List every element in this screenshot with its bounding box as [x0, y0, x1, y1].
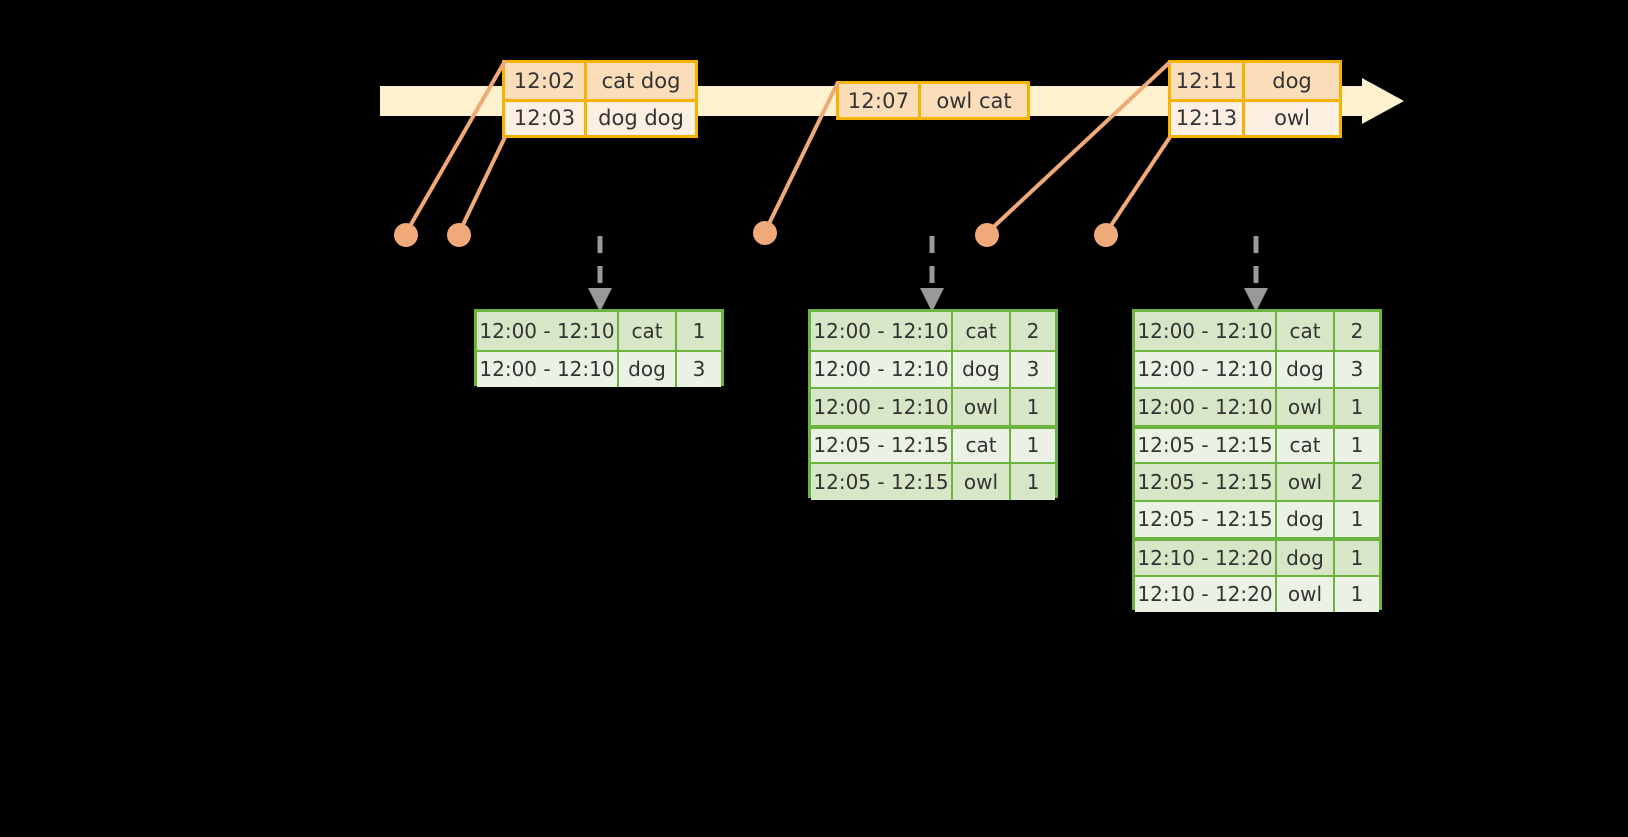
window-cell: 12:00 - 12:10	[811, 312, 953, 350]
key-cell: dog	[619, 351, 677, 387]
connector-dot	[753, 221, 777, 245]
table-row: 12:00 - 12:10 owl 1	[1135, 387, 1379, 425]
window-cell: 12:00 - 12:10	[477, 312, 619, 350]
key-cell: dog	[953, 351, 1011, 387]
table-row: 12:00 - 12:10 cat 1	[477, 312, 721, 350]
key-cell: cat	[619, 312, 677, 350]
event-row: 12:13 owl	[1171, 98, 1339, 135]
event-group-3[interactable]: 12:11 dog 12:13 owl	[1168, 60, 1342, 138]
key-cell: dog	[1277, 501, 1335, 537]
count-cell: 3	[1026, 357, 1040, 382]
event-group-2[interactable]: 12:07 owl cat	[836, 81, 1030, 120]
event-time: 12:03	[505, 101, 587, 135]
event-time: 12:07	[839, 84, 921, 117]
event-words: dog	[1272, 68, 1312, 93]
key-cell: dog	[1277, 541, 1335, 575]
key-cell: cat	[1277, 428, 1335, 462]
count-cell: 3	[692, 357, 706, 382]
event-group-1[interactable]: 12:02 cat dog 12:03 dog dog	[502, 60, 698, 138]
table-row: 12:05 - 12:15 cat 1	[811, 424, 1055, 462]
key-cell: owl	[1277, 389, 1335, 425]
connector-dot	[975, 223, 999, 247]
result-table-1[interactable]: 12:00 - 12:10 cat 1 12:00 - 12:10 dog 3	[474, 309, 724, 387]
event-row: 12:02 cat dog	[505, 63, 695, 99]
window-cell: 12:05 - 12:15	[1135, 428, 1277, 462]
key-cell: owl	[1277, 576, 1335, 612]
window-cell: 12:00 - 12:10	[1135, 312, 1277, 350]
table-row: 12:00 - 12:10 dog 3	[811, 349, 1055, 387]
count-cell: 3	[1350, 357, 1364, 382]
event-time: 12:02	[505, 63, 587, 99]
window-cell: 12:05 - 12:15	[1135, 501, 1277, 537]
count-cell: 1	[1350, 545, 1364, 570]
key-cell: cat	[953, 428, 1011, 462]
key-cell: dog	[1277, 351, 1335, 387]
window-cell: 12:10 - 12:20	[1135, 576, 1277, 612]
table-row: 12:00 - 12:10 dog 3	[1135, 349, 1379, 387]
count-cell: 2	[1350, 318, 1364, 343]
connector-dot	[394, 223, 418, 247]
table-row: 12:10 - 12:20 owl 1	[1135, 574, 1379, 612]
window-cell: 12:00 - 12:10	[811, 351, 953, 387]
window-cell: 12:05 - 12:15	[811, 464, 953, 500]
key-cell: cat	[953, 312, 1011, 350]
event-words: dog dog	[598, 106, 684, 131]
count-cell: 1	[692, 318, 706, 343]
table-row: 12:00 - 12:10 cat 2	[1135, 312, 1379, 350]
connector-line-2	[457, 136, 507, 234]
count-cell: 1	[1350, 433, 1364, 458]
count-cell: 2	[1350, 469, 1364, 494]
event-time: 12:13	[1171, 101, 1245, 135]
count-cell: 1	[1026, 394, 1040, 419]
count-cell: 1	[1026, 469, 1040, 494]
count-cell: 1	[1350, 507, 1364, 532]
count-cell: 1	[1350, 582, 1364, 607]
count-cell: 1	[1350, 394, 1364, 419]
event-row: 12:11 dog	[1171, 63, 1339, 99]
connector-line-5	[1104, 135, 1172, 235]
window-cell: 12:05 - 12:15	[1135, 464, 1277, 500]
key-cell: cat	[1277, 312, 1335, 350]
connector-dot	[447, 223, 471, 247]
event-row: 12:03 dog dog	[505, 98, 695, 135]
event-words: cat dog	[601, 68, 681, 93]
table-row: 12:05 - 12:15 owl 1	[811, 462, 1055, 500]
connector-dot	[1094, 223, 1118, 247]
table-row: 12:10 - 12:20 dog 1	[1135, 537, 1379, 575]
window-cell: 12:10 - 12:20	[1135, 541, 1277, 575]
table-row: 12:00 - 12:10 owl 1	[811, 387, 1055, 425]
event-words: owl	[1274, 106, 1310, 131]
result-table-3[interactable]: 12:00 - 12:10 cat 2 12:00 - 12:10 dog 3 …	[1132, 309, 1382, 612]
table-row: 12:05 - 12:15 dog 1	[1135, 499, 1379, 537]
table-row: 12:05 - 12:15 cat 1	[1135, 424, 1379, 462]
key-cell: owl	[1277, 464, 1335, 500]
event-row: 12:07 owl cat	[839, 84, 1027, 117]
count-cell: 2	[1026, 318, 1040, 343]
timeline-arrowhead	[1362, 78, 1404, 124]
event-time: 12:11	[1171, 63, 1245, 99]
window-cell: 12:00 - 12:10	[1135, 389, 1277, 425]
window-cell: 12:00 - 12:10	[477, 351, 619, 387]
window-cell: 12:00 - 12:10	[811, 389, 953, 425]
result-table-2[interactable]: 12:00 - 12:10 cat 2 12:00 - 12:10 dog 3 …	[808, 309, 1058, 500]
window-cell: 12:05 - 12:15	[811, 428, 953, 462]
key-cell: owl	[953, 389, 1011, 425]
window-cell: 12:00 - 12:10	[1135, 351, 1277, 387]
event-words: owl cat	[936, 88, 1012, 113]
table-row: 12:00 - 12:10 dog 3	[477, 349, 721, 387]
table-row: 12:05 - 12:15 owl 2	[1135, 462, 1379, 500]
count-cell: 1	[1026, 433, 1040, 458]
key-cell: owl	[953, 464, 1011, 500]
table-row: 12:00 - 12:10 cat 2	[811, 312, 1055, 350]
